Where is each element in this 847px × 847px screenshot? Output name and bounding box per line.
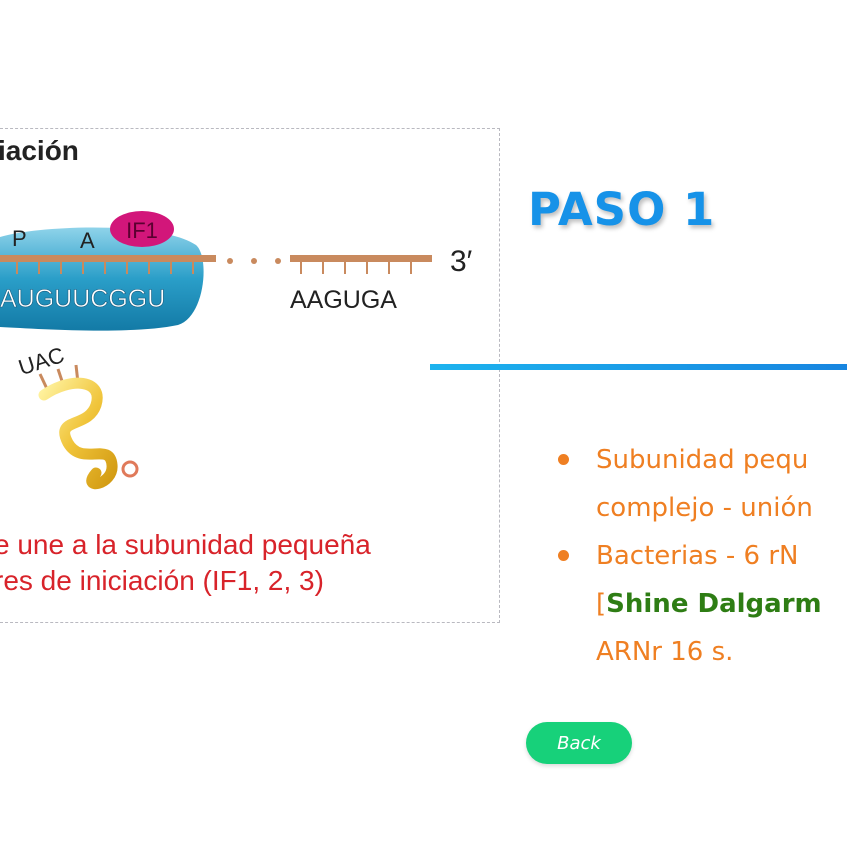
mrna-backbone-right [290,255,432,262]
figure-title: iación [0,135,79,166]
figure-panel: iación IF1 P A [0,128,500,623]
ribosome-diagram: IF1 P A 3′ AUGUUCGGU AAGUGA UAC [0,211,473,490]
bullet-item: Bacterias - 6 rN [Shine Dalgarm ARNr 16 … [554,532,847,676]
trna-body [38,377,118,490]
small-subunit-shape [0,227,204,331]
section-divider [430,364,847,370]
mrna-tail-label: AAGUGA [290,286,397,314]
step-title: PASO 1 [528,183,716,236]
bullet-list: Subunidad pequ complejo - unión Bacteria… [554,436,847,676]
bullet-1-line-2: complejo - unión [596,493,813,523]
bullet-2-line-3: ARNr 16 s. [596,637,734,667]
trna-end-icon [121,460,139,478]
p-site-label: P [12,226,27,251]
mrna-teeth-right [300,262,412,274]
bracket-open: [ [596,589,607,619]
caption-line-2: res de iniciación (IF1, 2, 3) [0,565,324,596]
caption-line-1: e une a la subunidad pequeña [0,529,371,560]
if1-label: IF1 [126,218,158,243]
bullet-item: Subunidad pequ complejo - unión [554,436,847,532]
bullet-2-line-1: Bacterias - 6 rN [596,541,799,571]
figure-caption: e une a la subunidad pequeña res de inic… [0,527,371,599]
mrna-codons-label: AUGUUCGGU [0,285,165,313]
mrna-backbone [0,255,216,262]
bullet-2-line-2: [Shine Dalgarm [596,580,847,628]
back-button[interactable]: Back [526,722,632,764]
bullet-1-line-1: Subunidad pequ [596,445,809,475]
mrna-teeth-left [16,262,194,274]
a-site-label: A [80,228,95,253]
three-prime-label: 3′ [450,245,473,278]
shine-dalgarno-highlight: Shine Dalgarm [606,589,822,619]
mrna-dots [227,258,281,264]
if1-factor-shape [110,211,174,247]
